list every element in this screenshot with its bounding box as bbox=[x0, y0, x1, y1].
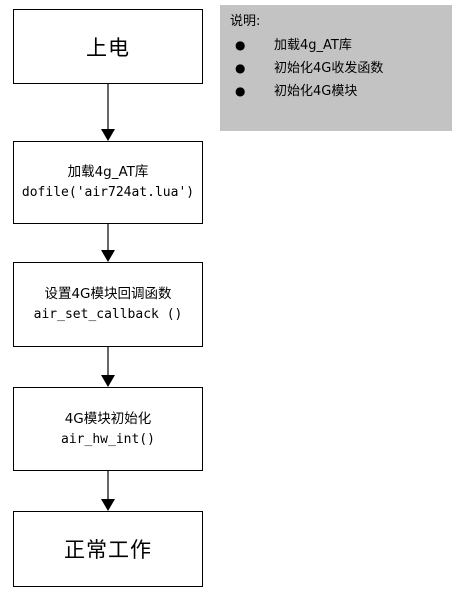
flow-node-code: air_hw_int() bbox=[61, 431, 155, 447]
flow-node-code: air_set_callback () bbox=[33, 307, 183, 322]
flow-node-code: dofile('air724at.lua') bbox=[21, 185, 195, 200]
note-item: ● 加载4g_AT库 bbox=[230, 34, 442, 57]
note-title: 说明: bbox=[230, 14, 261, 29]
flow-node-label: 正常工作 bbox=[64, 538, 152, 562]
note-item-text: 初始化4G模块 bbox=[274, 84, 358, 99]
bullet-icon: ● bbox=[235, 61, 246, 75]
flow-node-module-init: 4G模块初始化 air_hw_int() bbox=[13, 387, 203, 471]
flow-node-label: 设置4G模块回调函数 bbox=[44, 286, 172, 302]
bullet-icon: ● bbox=[235, 38, 246, 52]
flow-node-label: 加载4g_AT库 bbox=[67, 164, 149, 180]
note-item-text: 加载4g_AT库 bbox=[274, 38, 352, 53]
bullet-icon: ● bbox=[235, 84, 246, 98]
flow-node-power-on: 上电 bbox=[13, 9, 203, 84]
note-item: ● 初始化4G收发函数 bbox=[230, 57, 442, 80]
note-item-text: 初始化4G收发函数 bbox=[274, 61, 384, 76]
note-item: ● 初始化4G模块 bbox=[230, 80, 442, 103]
flow-node-normal-work: 正常工作 bbox=[13, 511, 203, 587]
flow-node-load-lib: 加载4g_AT库 dofile('air724at.lua') bbox=[13, 141, 203, 224]
flow-node-set-callback: 设置4G模块回调函数 air_set_callback () bbox=[13, 262, 203, 347]
note-box: 说明: ● 加载4g_AT库 ● 初始化4G收发函数 ● 初始化4G模块 bbox=[220, 5, 452, 131]
flow-node-label: 上电 bbox=[86, 35, 130, 60]
note-list: ● 加载4g_AT库 ● 初始化4G收发函数 ● 初始化4G模块 bbox=[230, 34, 442, 103]
flow-node-label: 4G模块初始化 bbox=[64, 410, 152, 427]
